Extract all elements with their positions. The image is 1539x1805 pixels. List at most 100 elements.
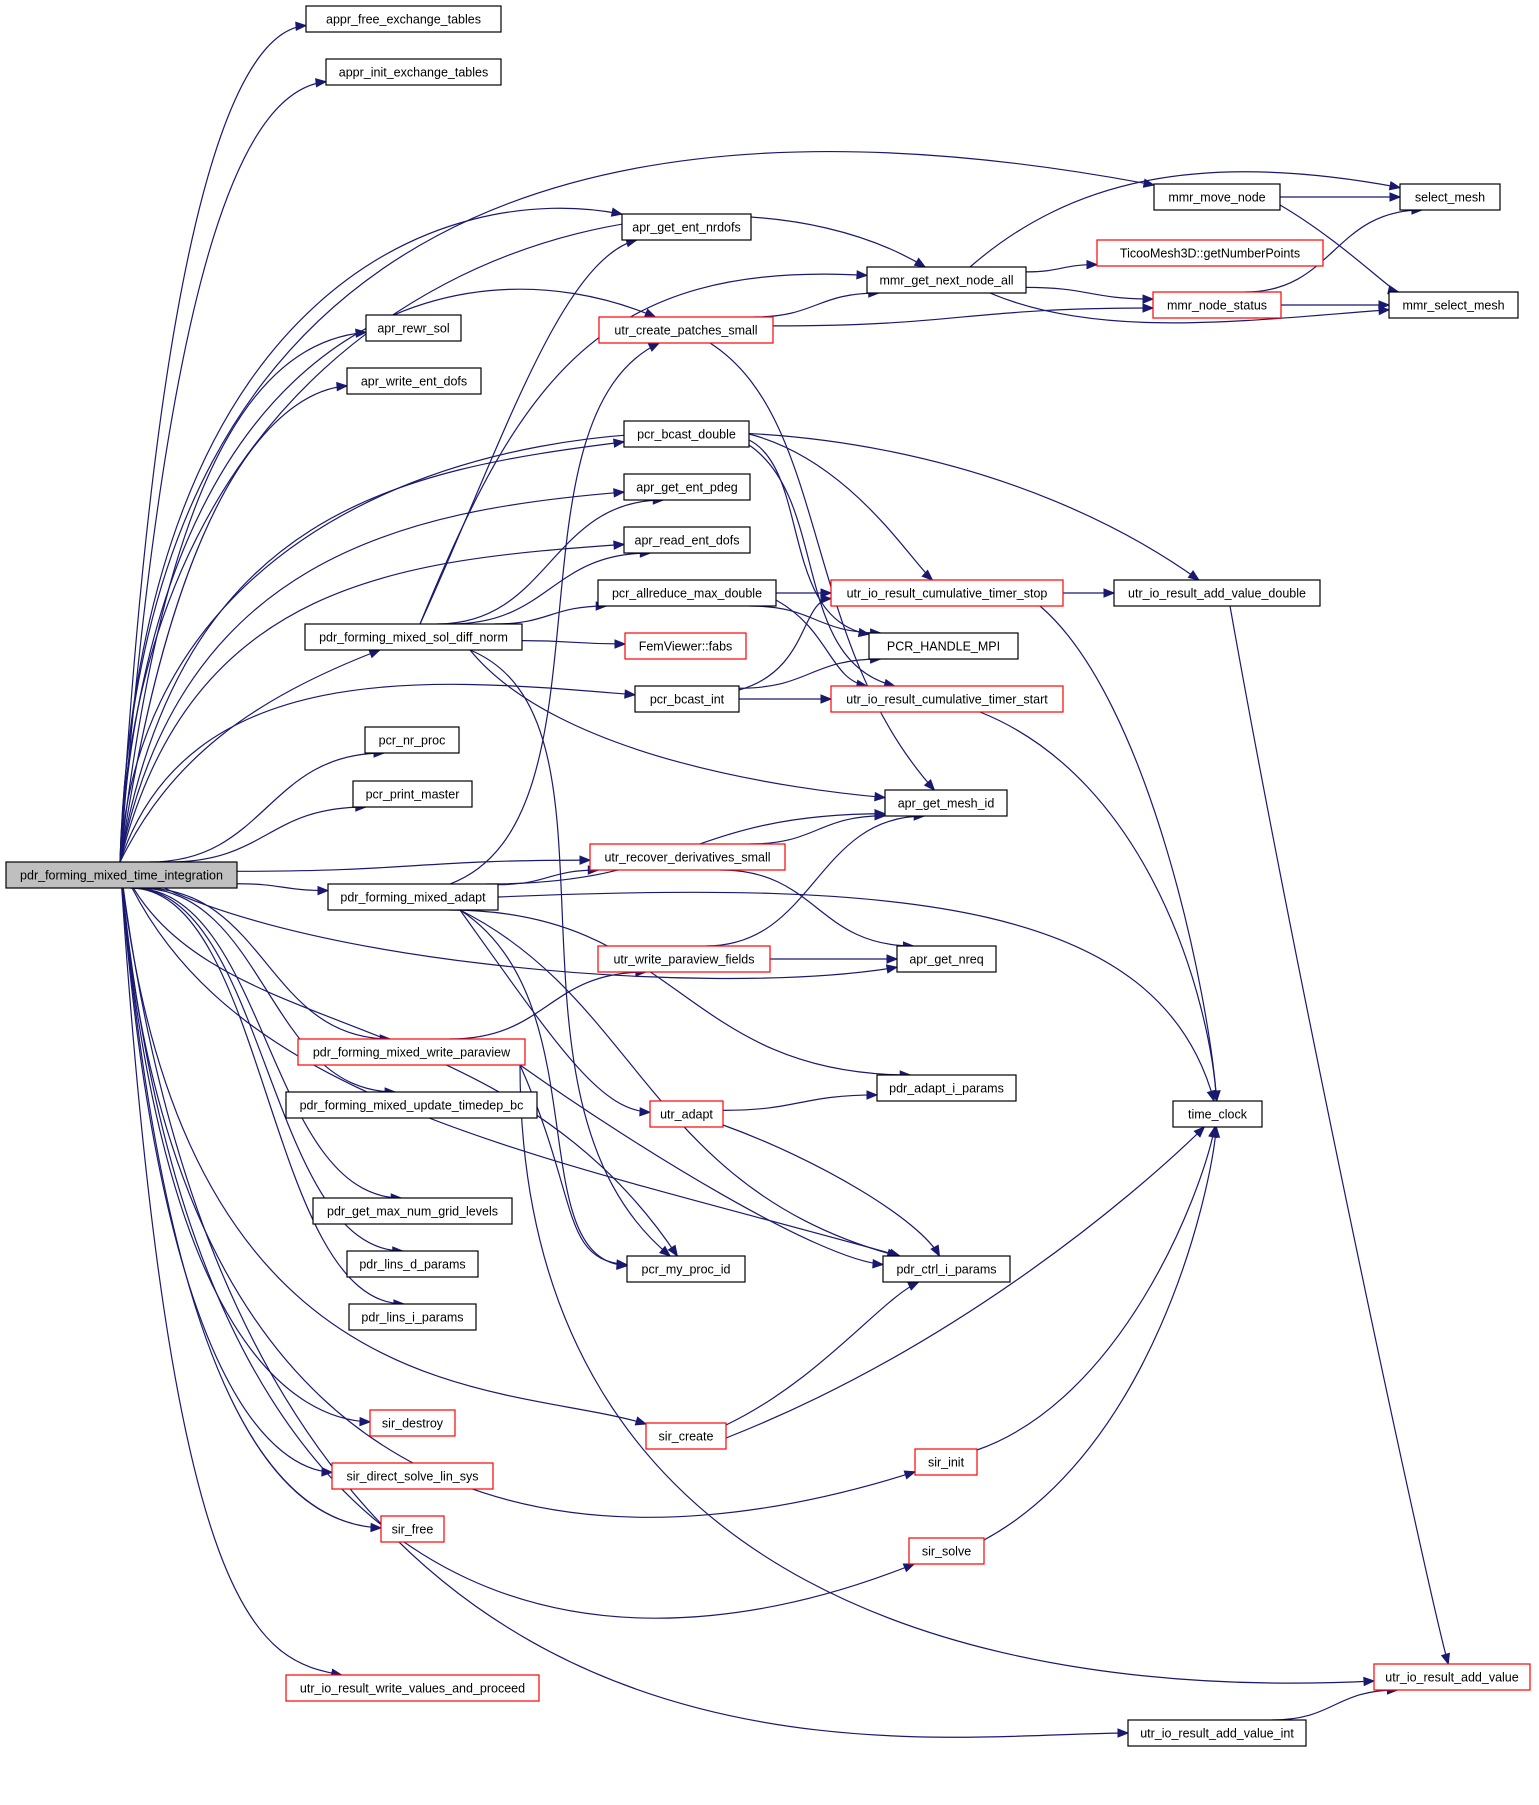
function-node-lins_d[interactable]: pdr_lins_d_params [346, 1250, 479, 1278]
node-box-utr_adapt[interactable] [649, 1100, 724, 1128]
function-node-pdr_ctrl_i_params[interactable]: pdr_ctrl_i_params [882, 1255, 1011, 1283]
function-node-timer_start[interactable]: utr_io_result_cumulative_timer_start [830, 685, 1064, 713]
function-node-lins_i[interactable]: pdr_lins_i_params [348, 1303, 477, 1331]
function-node-pcr_my_proc_id[interactable]: pcr_my_proc_id [626, 1255, 746, 1283]
node-box-timer_start[interactable] [830, 685, 1064, 713]
node-box-apr_get_ent_pdeg[interactable] [623, 473, 751, 501]
function-node-utr_create_patches_small[interactable]: utr_create_patches_small [598, 316, 774, 344]
node-box-pdr_forming_mixed_adapt[interactable] [327, 883, 499, 911]
node-box-pdr_adapt_i_params[interactable] [876, 1074, 1017, 1102]
function-node-pcr_handle_mpi[interactable]: PCR_HANDLE_MPI [868, 632, 1019, 660]
node-box-ticoo[interactable] [1096, 239, 1324, 267]
node-box-pcr_bcast_double[interactable] [623, 420, 750, 448]
node-box-sir_direct[interactable] [331, 1462, 494, 1490]
function-node-pcr_allreduce_max_double[interactable]: pcr_allreduce_max_double [597, 579, 777, 607]
function-node-pcr_bcast_double[interactable]: pcr_bcast_double [623, 420, 750, 448]
function-node-sir_destroy[interactable]: sir_destroy [369, 1409, 456, 1437]
function-node-sir_free[interactable]: sir_free [380, 1515, 445, 1543]
function-node-mmr_move_node[interactable]: mmr_move_node [1153, 183, 1281, 211]
function-node-sir_direct[interactable]: sir_direct_solve_lin_sys [331, 1462, 494, 1490]
function-node-ticoo[interactable]: TicooMesh3D::getNumberPoints [1096, 239, 1324, 267]
function-node-pcr_bcast_int[interactable]: pcr_bcast_int [634, 685, 740, 713]
function-node-add_value_int[interactable]: utr_io_result_add_value_int [1127, 1719, 1307, 1747]
node-box-sir_free[interactable] [380, 1515, 445, 1543]
function-node-mmr_get_next_node_all[interactable]: mmr_get_next_node_all [866, 266, 1027, 294]
node-box-utr_recover_derivatives_small[interactable] [589, 843, 786, 871]
function-node-max_grid[interactable]: pdr_get_max_num_grid_levels [312, 1197, 513, 1225]
function-node-sir_solve[interactable]: sir_solve [908, 1537, 985, 1565]
node-box-appr_free[interactable] [305, 5, 502, 33]
node-box-add_value_double[interactable] [1113, 579, 1321, 607]
node-box-pcr_bcast_int[interactable] [634, 685, 740, 713]
node-box-pcr_allreduce_max_double[interactable] [597, 579, 777, 607]
node-box-apr_get_mesh_id[interactable] [884, 789, 1008, 817]
node-box-time_clock[interactable] [1172, 1100, 1263, 1128]
node-box-pcr_nr_proc[interactable] [364, 726, 460, 754]
function-node-select_mesh[interactable]: select_mesh [1399, 183, 1501, 211]
function-node-utr_recover_derivatives_small[interactable]: utr_recover_derivatives_small [589, 843, 786, 871]
function-node-root[interactable]: pdr_forming_mixed_time_integration [5, 861, 238, 889]
node-box-root[interactable] [5, 861, 238, 889]
function-node-pcr_nr_proc[interactable]: pcr_nr_proc [364, 726, 460, 754]
function-node-timer_stop[interactable]: utr_io_result_cumulative_timer_stop [830, 579, 1064, 607]
node-box-update_timedep[interactable] [285, 1091, 538, 1119]
function-node-add_value_double[interactable]: utr_io_result_add_value_double [1113, 579, 1321, 607]
function-node-pdr_forming_mixed_adapt[interactable]: pdr_forming_mixed_adapt [327, 883, 499, 911]
node-box-apr_read_ent_dofs[interactable] [623, 526, 751, 554]
function-node-sir_init[interactable]: sir_init [914, 1448, 978, 1476]
function-node-apr_get_ent_pdeg[interactable]: apr_get_ent_pdeg [623, 473, 751, 501]
function-node-apr_read_ent_dofs[interactable]: apr_read_ent_dofs [623, 526, 751, 554]
function-node-apr_rewr_sol[interactable]: apr_rewr_sol [365, 314, 462, 342]
function-node-write_values[interactable]: utr_io_result_write_values_and_proceed [285, 1674, 540, 1702]
function-node-utr_adapt[interactable]: utr_adapt [649, 1100, 724, 1128]
function-node-update_timedep[interactable]: pdr_forming_mixed_update_timedep_bc [285, 1091, 538, 1119]
node-box-mmr_select_mesh[interactable] [1388, 291, 1519, 319]
function-node-sir_create[interactable]: sir_create [645, 1422, 727, 1450]
function-node-pdr_adapt_i_params[interactable]: pdr_adapt_i_params [876, 1074, 1017, 1102]
node-box-apr_write_ent_dofs[interactable] [346, 367, 482, 395]
node-box-appr_init[interactable] [325, 58, 502, 86]
node-box-lins_d[interactable] [346, 1250, 479, 1278]
node-box-timer_stop[interactable] [830, 579, 1064, 607]
node-box-add_value[interactable] [1373, 1663, 1531, 1691]
node-box-lins_i[interactable] [348, 1303, 477, 1331]
node-box-apr_get_ent_nrdofs[interactable] [621, 213, 752, 241]
node-box-pdr_ctrl_i_params[interactable] [882, 1255, 1011, 1283]
node-box-femviewer_fabs[interactable] [624, 632, 747, 660]
node-box-sir_init[interactable] [914, 1448, 978, 1476]
function-node-utr_write_paraview_fields[interactable]: utr_write_paraview_fields [597, 945, 771, 973]
node-box-write_paraview[interactable] [297, 1038, 526, 1066]
function-node-add_value[interactable]: utr_io_result_add_value [1373, 1663, 1531, 1691]
node-box-sir_create[interactable] [645, 1422, 727, 1450]
node-box-select_mesh[interactable] [1399, 183, 1501, 211]
function-node-apr_get_mesh_id[interactable]: apr_get_mesh_id [884, 789, 1008, 817]
function-node-apr_get_nreq[interactable]: apr_get_nreq [896, 945, 997, 973]
function-node-sol_diff_norm[interactable]: pdr_forming_mixed_sol_diff_norm [304, 623, 523, 651]
node-box-mmr_get_next_node_all[interactable] [866, 266, 1027, 294]
node-box-max_grid[interactable] [312, 1197, 513, 1225]
function-node-appr_init[interactable]: appr_init_exchange_tables [325, 58, 502, 86]
function-node-apr_write_ent_dofs[interactable]: apr_write_ent_dofs [346, 367, 482, 395]
node-box-add_value_int[interactable] [1127, 1719, 1307, 1747]
function-node-femviewer_fabs[interactable]: FemViewer::fabs [624, 632, 747, 660]
node-box-pcr_my_proc_id[interactable] [626, 1255, 746, 1283]
node-box-apr_rewr_sol[interactable] [365, 314, 462, 342]
node-box-utr_create_patches_small[interactable] [598, 316, 774, 344]
function-node-appr_free[interactable]: appr_free_exchange_tables [305, 5, 502, 33]
node-box-mmr_move_node[interactable] [1153, 183, 1281, 211]
node-box-pcr_print_master[interactable] [352, 780, 473, 808]
node-box-apr_get_nreq[interactable] [896, 945, 997, 973]
node-box-write_values[interactable] [285, 1674, 540, 1702]
node-box-sol_diff_norm[interactable] [304, 623, 523, 651]
node-box-utr_write_paraview_fields[interactable] [597, 945, 771, 973]
node-box-mmr_node_status[interactable] [1152, 291, 1282, 319]
function-node-time_clock[interactable]: time_clock [1172, 1100, 1263, 1128]
function-node-pcr_print_master[interactable]: pcr_print_master [352, 780, 473, 808]
node-box-sir_destroy[interactable] [369, 1409, 456, 1437]
function-node-write_paraview[interactable]: pdr_forming_mixed_write_paraview [297, 1038, 526, 1066]
node-box-sir_solve[interactable] [908, 1537, 985, 1565]
function-node-apr_get_ent_nrdofs[interactable]: apr_get_ent_nrdofs [621, 213, 752, 241]
function-node-mmr_node_status[interactable]: mmr_node_status [1152, 291, 1282, 319]
node-box-pcr_handle_mpi[interactable] [868, 632, 1019, 660]
function-node-mmr_select_mesh[interactable]: mmr_select_mesh [1388, 291, 1519, 319]
